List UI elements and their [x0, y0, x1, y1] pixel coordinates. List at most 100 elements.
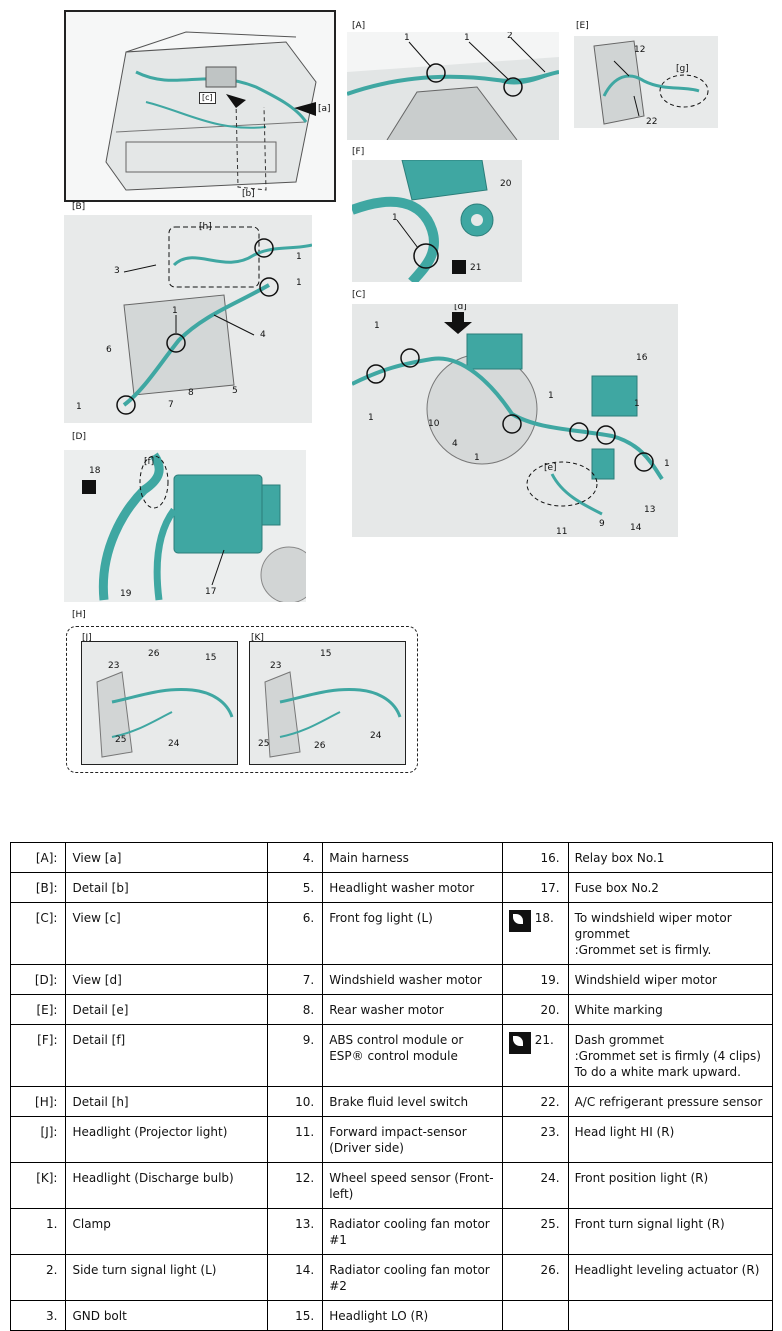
legend-item-number: 23.: [501, 1116, 569, 1163]
legend-item-description: View [c]: [65, 902, 269, 965]
view-k-label-23: 23: [270, 661, 282, 671]
legend-item-number: [A]:: [9, 842, 67, 873]
legend-item-number: 4.: [267, 842, 324, 873]
view-d-label-17: 17: [205, 587, 217, 597]
grommet-check-icon: [508, 910, 531, 932]
legend-row: [C]:View [c]6.Front fog light (L)18.To w…: [9, 902, 774, 965]
legend-description-text: Detail [b]: [72, 881, 129, 895]
legend-number-text: [K]:: [36, 1171, 58, 1185]
view-a-title: [A]: [352, 21, 366, 31]
legend-description-text: View [c]: [72, 911, 121, 925]
view-a: 1 1 2: [347, 32, 559, 140]
view-c-illustration: [352, 304, 678, 537]
legend-description-text: Headlight (Projector light): [72, 1125, 228, 1139]
legend-number-text: 20.: [540, 1003, 560, 1017]
legend-number-text: 13.: [295, 1217, 315, 1231]
legend-description-text: Headlight (Discharge bulb): [72, 1171, 234, 1185]
legend-description-text: Fuse box No.2: [574, 881, 659, 895]
view-e-illustration: [574, 36, 718, 128]
legend-description-text: Detail [e]: [72, 1003, 129, 1017]
legend-item-number: 22.: [501, 1086, 569, 1117]
legend-description-text: GND bolt: [72, 1309, 127, 1323]
legend-description-text: Radiator cooling fan motor #2: [329, 1263, 490, 1293]
view-d-tag-f: [f]: [144, 457, 155, 467]
legend-number-text: 16.: [540, 851, 560, 865]
view-d: [f] 18 19 17: [64, 450, 306, 602]
view-b-label-4: 4: [260, 330, 266, 340]
legend-item-number: 19.: [501, 964, 569, 995]
legend-item-number: 11.: [267, 1116, 324, 1163]
legend-item-number: 2.: [9, 1254, 67, 1301]
legend-note-text: :Grommet set is firmly (4 clips): [574, 1049, 761, 1063]
legend-item-number: 13.: [267, 1208, 324, 1255]
legend-item-description: Wheel speed sensor (Front-left): [322, 1162, 503, 1209]
view-c-label-9: 9: [599, 519, 605, 529]
legend-item-number: [J]:: [9, 1116, 67, 1163]
view-c-tag-e: [e]: [544, 463, 557, 473]
view-e: [g] 12 22: [574, 36, 718, 128]
view-a-label-1b: 1: [464, 33, 470, 43]
view-f: 20 1 21: [352, 160, 522, 282]
view-a-label-2: 2: [507, 32, 513, 41]
legend-item-description: Headlight (Projector light): [65, 1116, 269, 1163]
legend-item-description: Detail [e]: [65, 994, 269, 1025]
view-d-label-19: 19: [120, 589, 132, 599]
legend-description-text: Headlight leveling actuator (R): [574, 1263, 760, 1277]
legend-item-description: GND bolt: [65, 1300, 269, 1331]
view-c-label-1f: 1: [664, 459, 670, 469]
legend-description-text: Clamp: [72, 1217, 111, 1231]
legend-item-description: Radiator cooling fan motor #2: [322, 1254, 503, 1301]
legend-item-number: 15.: [267, 1300, 324, 1331]
view-d-illustration: [64, 450, 306, 602]
view-k: 15 23 25 26 24: [249, 641, 406, 765]
legend-description-text: To windshield wiper motor grommet: [574, 911, 732, 941]
legend-item-description: Forward impact-sensor (Driver side): [322, 1116, 503, 1163]
legend-item-description: Detail [h]: [65, 1086, 269, 1117]
legend-description-text: Windshield wiper motor: [574, 973, 717, 987]
legend-item-description: [567, 1300, 774, 1331]
legend-item-description: Head light HI (R): [567, 1116, 774, 1163]
legend-item-number: 24.: [501, 1162, 569, 1209]
view-j: 26 15 23 25 24: [81, 641, 238, 765]
view-j-label-15: 15: [205, 653, 217, 663]
legend-description-text: Headlight LO (R): [329, 1309, 429, 1323]
legend-item-number: 9.: [267, 1024, 324, 1087]
legend-item-number: 6.: [267, 902, 324, 965]
legend-number-text: 1.: [46, 1217, 58, 1231]
view-b-label-3: 3: [114, 266, 120, 276]
legend-row: [J]: Headlight (Projector light) 11.Forwar…: [9, 1116, 774, 1163]
legend-item-number: 1.: [9, 1208, 67, 1255]
legend-description-text: Dash grommet: [574, 1033, 664, 1047]
view-b-label-1b: 1: [296, 278, 302, 288]
legend-item-description: Detail [b]: [65, 872, 269, 903]
legend-item-number: 7.: [267, 964, 324, 995]
legend-row: 3. GND bolt 15. Headlight LO (R): [9, 1300, 774, 1331]
view-b: [h] 3 1 1 1 4 6 7 8 5 1: [64, 215, 312, 423]
legend-item-number: 25.: [501, 1208, 569, 1255]
legend-row: [F]:Detail [f]9.ABS control module or ES…: [9, 1024, 774, 1087]
view-e-title: [E]: [576, 21, 589, 31]
legend-item-number: 26.: [501, 1254, 569, 1301]
legend-number-text: 9.: [302, 1033, 315, 1047]
legend-item-description: Windshield washer motor: [322, 964, 503, 995]
view-k-title: [K]: [251, 633, 264, 643]
view-c-label-11: 11: [556, 527, 568, 537]
view-k-label-15: 15: [320, 649, 332, 659]
view-a-tag: [a]: [318, 104, 331, 114]
legend-description-text: Front fog light (L): [329, 911, 433, 925]
legend-item-description: Front position light (R): [567, 1162, 774, 1209]
legend-item-description: Rear washer motor: [322, 994, 503, 1025]
legend-description-text: Headlight washer motor: [329, 881, 475, 895]
legend-number-text: 7.: [302, 973, 315, 987]
view-b-illustration: [64, 215, 312, 423]
legend-item-description: Detail [f]: [65, 1024, 269, 1087]
view-j-title: [J]: [82, 633, 92, 643]
legend-item-number: 3.: [9, 1300, 67, 1331]
legend-description-text: White marking: [574, 1003, 663, 1017]
legend-item-description: Main harness: [322, 842, 503, 873]
legend-item-number: [H]:: [9, 1086, 67, 1117]
view-e-label-22: 22: [646, 117, 658, 127]
legend-description-text: Side turn signal light (L): [72, 1263, 217, 1277]
